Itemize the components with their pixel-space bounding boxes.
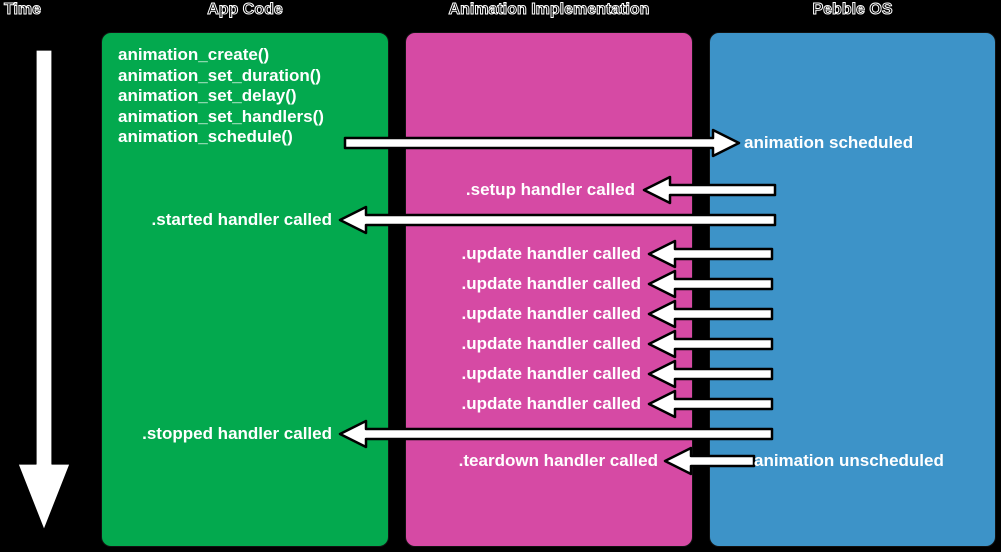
app-code-call: animation_create(): [118, 45, 270, 64]
message-label-update-handler: .update handler called: [461, 334, 642, 353]
column-header-time: Time: [4, 1, 42, 19]
message-label-update-handler: .update handler called: [461, 364, 642, 383]
message-label-started-handler: .started handler called: [151, 210, 332, 229]
app-code-call: animation_set_delay(): [118, 86, 297, 105]
app-code-call-list: animation_create() animation_set_duratio…: [118, 45, 324, 148]
app-code-call: animation_set_duration(): [118, 65, 322, 85]
column-header-app-code: App Code: [207, 1, 284, 19]
message-label-update-handler: .update handler called: [461, 244, 642, 263]
message-label-animation-unscheduled: animation unscheduled: [754, 451, 944, 470]
app-code-call: animation_schedule(): [118, 127, 293, 146]
message-label-teardown-handler: .teardown handler called: [458, 451, 658, 470]
message-label-animation-scheduled: animation scheduled: [744, 133, 914, 152]
app-code-call: animation_set_handlers(): [118, 106, 324, 126]
lane-animation-implementation: [405, 32, 693, 547]
message-label-update-handler: .update handler called: [461, 304, 642, 323]
column-header-animation-implementation: Animation Implementation: [448, 1, 650, 19]
message-label-update-handler: .update handler called: [461, 394, 642, 413]
time-down-arrow-icon: [17, 49, 71, 531]
message-label-stopped-handler: .stopped handler called: [142, 424, 332, 443]
message-label-setup-handler: .setup handler called: [465, 180, 635, 199]
message-label-update-handler: .update handler called: [461, 274, 642, 293]
lane-app-code: [101, 32, 389, 547]
column-header-pebble-os: Pebble OS: [812, 1, 893, 19]
